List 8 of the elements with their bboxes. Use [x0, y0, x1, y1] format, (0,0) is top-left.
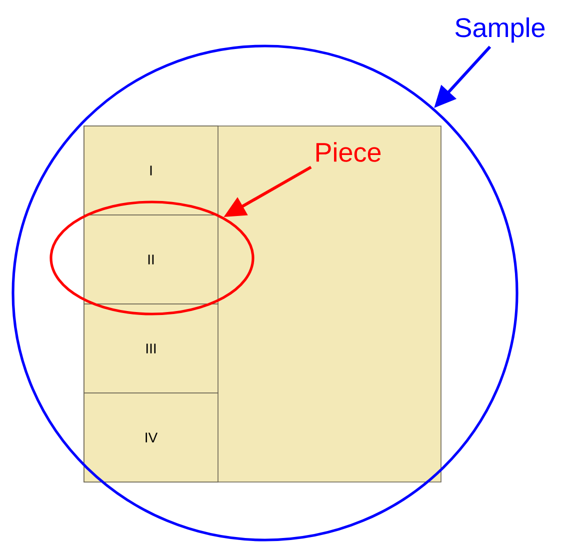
piece-ellipse	[50, 200, 254, 316]
section-box: I	[84, 126, 218, 216]
section-box: III	[84, 304, 218, 394]
section-box: IV	[84, 392, 218, 482]
sample-circle	[12, 44, 518, 542]
sample-label: Sample	[455, 17, 545, 43]
section-box: II	[84, 214, 218, 304]
piece-label: Piece	[316, 142, 381, 162]
